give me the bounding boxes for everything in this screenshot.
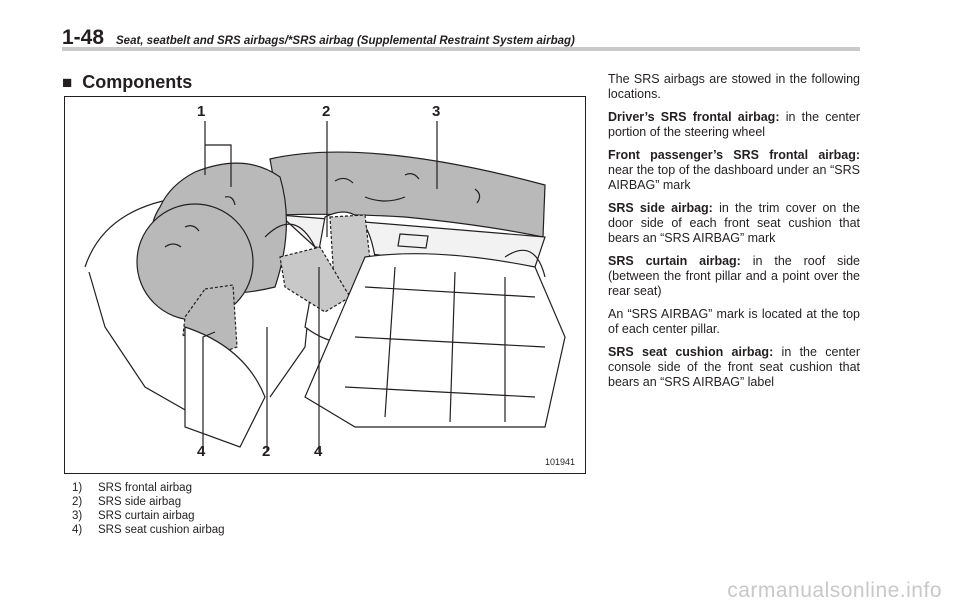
location-item: Driver’s SRS frontal airbag: in the cent… bbox=[608, 110, 860, 139]
location-item: SRS curtain airbag: in the roof side (be… bbox=[608, 254, 860, 298]
figure-legend: 1)SRS frontal airbag 2)SRS side airbag 3… bbox=[72, 481, 225, 537]
legend-item: 1)SRS frontal airbag bbox=[72, 482, 192, 494]
note-paragraph: An “SRS AIRBAG” mark is located at the t… bbox=[608, 307, 860, 336]
components-heading: ■ Components bbox=[62, 72, 192, 93]
airbag-locations-text: The SRS airbags are stowed in the follow… bbox=[608, 72, 860, 398]
callout-1: 1 bbox=[197, 103, 206, 120]
callout-2: 2 bbox=[322, 103, 331, 120]
callout-4-left: 4 bbox=[197, 443, 206, 460]
callout-4-right: 4 bbox=[314, 443, 323, 460]
location-item: Front passenger’s SRS frontal airbag: ne… bbox=[608, 148, 860, 192]
watermark: carmanualsonline.info bbox=[727, 579, 942, 602]
location-item: SRS side airbag: in the trim cover on th… bbox=[608, 201, 860, 245]
header-rule bbox=[62, 47, 860, 51]
legend-item: 2)SRS side airbag bbox=[72, 496, 182, 508]
components-heading-text: Components bbox=[82, 72, 193, 92]
location-item: SRS seat cushion airbag: in the center c… bbox=[608, 345, 861, 389]
page-header: 1-48 Seat, seatbelt and SRS airbags/*SRS… bbox=[62, 26, 862, 52]
intro-paragraph: The SRS airbags are stowed in the follow… bbox=[608, 72, 860, 101]
legend-item: 3)SRS curtain airbag bbox=[72, 510, 195, 522]
airbag-components-figure: 1 2 3 4 2 4 101941 bbox=[64, 96, 586, 474]
page-number: 1-48 bbox=[62, 26, 105, 49]
callout-2-bottom: 2 bbox=[262, 443, 271, 460]
car-interior-illustration bbox=[84, 121, 566, 452]
section-title: Seat, seatbelt and SRS airbags/*SRS airb… bbox=[116, 35, 575, 47]
figure-code: 101941 bbox=[544, 457, 575, 467]
callout-3: 3 bbox=[432, 103, 441, 120]
square-bullet-icon: ■ bbox=[62, 73, 73, 92]
legend-item: 4)SRS seat cushion airbag bbox=[72, 524, 225, 536]
